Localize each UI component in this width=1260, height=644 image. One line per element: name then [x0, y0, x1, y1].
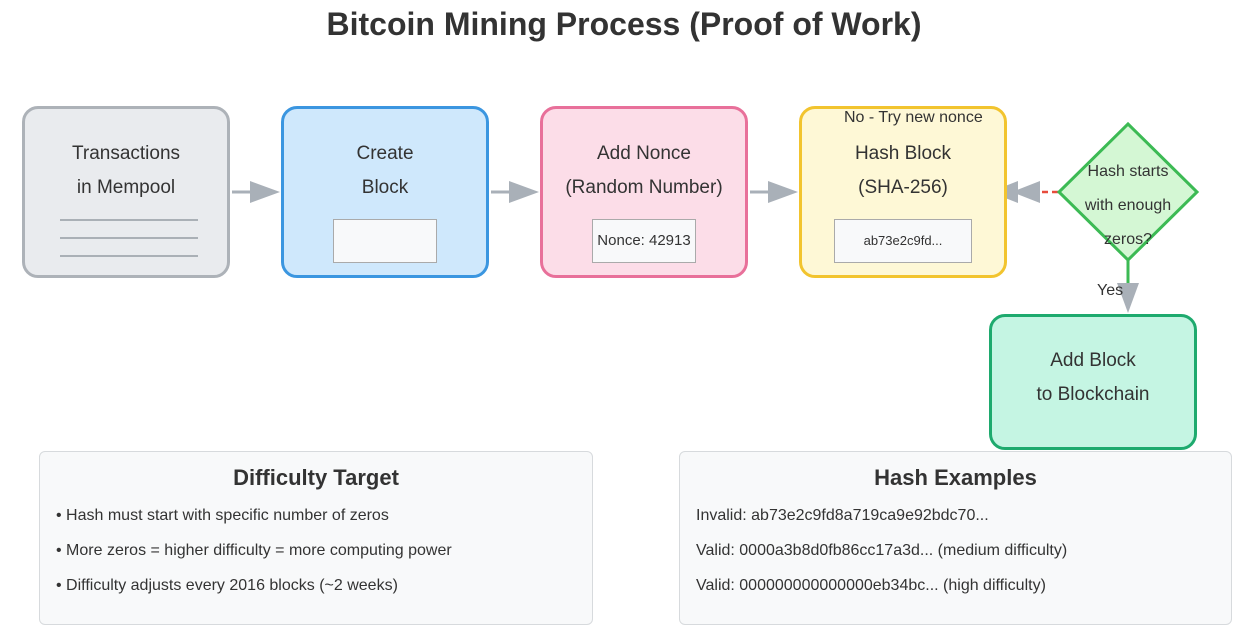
add-block-line2: to Blockchain — [1036, 384, 1150, 405]
no-edge-label: No - Try new nonce — [844, 109, 983, 126]
difficulty-item: • Hash must start with specific number o… — [56, 507, 389, 524]
mempool-list-line — [60, 219, 198, 221]
difficulty-target-panel: Difficulty Target • Hash must start with… — [39, 451, 593, 625]
arrow-mempool-to-create — [232, 181, 280, 203]
add-nonce-node: Add Nonce (Random Number) Nonce: 42913 — [540, 106, 748, 278]
hash-panel-title: Hash Examples — [874, 465, 1037, 490]
hash-example-item: Valid: 0000a3b8d0fb86cc17a3d... (medium … — [696, 542, 1068, 559]
add-block-line1: Add Block — [1050, 350, 1136, 371]
mempool-list-line — [60, 237, 198, 239]
nonce-value-box: Nonce: 42913 — [592, 219, 696, 263]
hash-example-item: Valid: 000000000000000eb34bc... (high di… — [696, 577, 1046, 594]
add-nonce-line1: Add Nonce — [596, 143, 691, 164]
hash-example-item: Invalid: ab73e2c9fd8a719ca9e92bdc70... — [696, 507, 989, 524]
mempool-list-line — [60, 255, 198, 257]
hash-block-node: Hash Block (SHA-256) ab73e2c9fd... — [799, 106, 1007, 278]
hash-block-line1: Hash Block — [854, 143, 952, 164]
yes-edge-label: Yes — [1097, 282, 1124, 299]
hash-block-line2: (SHA-256) — [858, 177, 948, 198]
mempool-line2: in Mempool — [76, 177, 176, 198]
mempool-node: Transactions in Mempool — [22, 106, 230, 278]
hash-value-box: ab73e2c9fd... — [834, 219, 972, 263]
add-nonce-line2: (Random Number) — [565, 177, 723, 198]
create-block-line1: Create — [356, 143, 414, 164]
decision-line2: with enough — [1084, 197, 1172, 214]
decision-label: Hash starts with enough zeros? — [1070, 155, 1186, 257]
difficulty-item: • Difficulty adjusts every 2016 blocks (… — [56, 577, 398, 594]
arrow-yes — [1117, 260, 1139, 313]
add-to-blockchain-node: Add Block to Blockchain — [989, 314, 1197, 450]
difficulty-item: • More zeros = higher difficulty = more … — [56, 542, 452, 559]
difficulty-panel-title: Difficulty Target — [233, 465, 399, 490]
mempool-line1: Transactions — [71, 143, 181, 164]
decision-line1: Hash starts — [1087, 163, 1169, 180]
empty-block-box — [333, 219, 437, 263]
create-block-line2: Block — [361, 177, 409, 198]
decision-line3: zeros? — [1103, 231, 1153, 248]
arrow-nonce-to-hash — [750, 181, 798, 203]
create-block-node: Create Block — [281, 106, 489, 278]
arrow-create-to-nonce — [491, 181, 539, 203]
hash-examples-panel: Hash Examples Invalid: ab73e2c9fd8a719ca… — [679, 451, 1232, 625]
diagram-title: Bitcoin Mining Process (Proof of Work) — [326, 6, 922, 42]
